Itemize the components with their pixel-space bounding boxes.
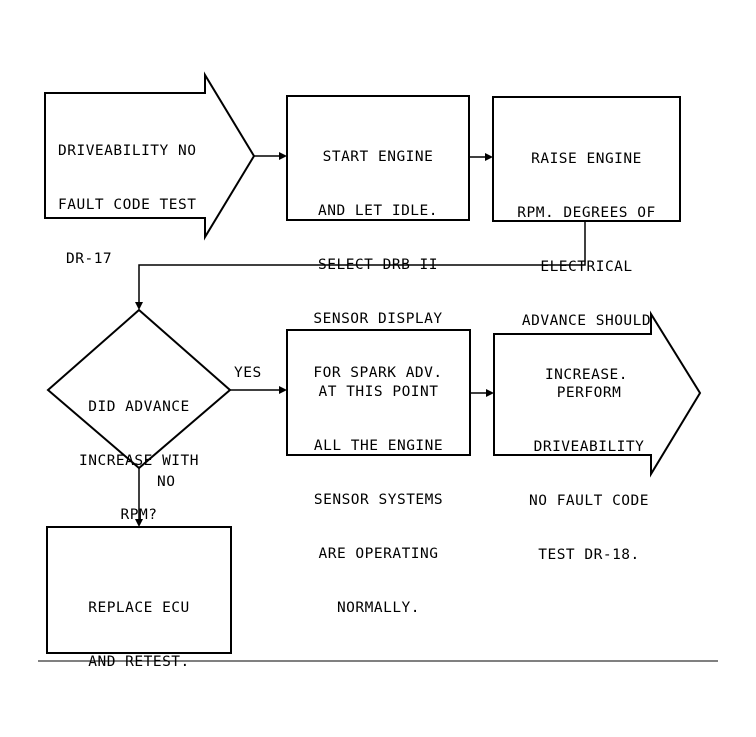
step1-label: START ENGINE AND LET IDLE. SELECT DRB II… bbox=[287, 112, 469, 400]
step1-label-line: START ENGINE bbox=[322, 149, 434, 165]
step2-label: RAISE ENGINE RPM. DEGREES OF ELECTRICAL … bbox=[493, 114, 680, 402]
arrowhead-yes bbox=[279, 386, 287, 394]
no-label: NO bbox=[157, 474, 176, 490]
decision-label-line: DID ADVANCE bbox=[88, 399, 190, 415]
start-label: DRIVEABILITY NO FAULT CODE TEST DR-17 bbox=[58, 106, 196, 286]
step1-label-line: SENSOR DISPLAY bbox=[313, 311, 443, 327]
arrowhead-step1-step2 bbox=[485, 153, 493, 161]
connector-step2-decision bbox=[138, 221, 586, 303]
step1-label-line: SELECT DRB II bbox=[318, 257, 438, 273]
step3-label-line: ARE OPERATING bbox=[318, 546, 439, 562]
end-label-line: PERFORM bbox=[556, 385, 622, 401]
end-label-line: NO FAULT CODE bbox=[529, 493, 649, 509]
step2-box bbox=[492, 96, 681, 222]
arrowhead-no bbox=[135, 519, 143, 527]
step2-label-line: ADVANCE SHOULD bbox=[521, 313, 652, 329]
decision-label-line: INCREASE WITH bbox=[79, 453, 199, 469]
replace-label: REPLACE ECU AND RETEST. bbox=[47, 563, 231, 689]
step3-label-line: ALL THE ENGINE bbox=[313, 438, 444, 454]
start-label-line: DRIVEABILITY NO bbox=[58, 143, 197, 159]
end-label: PERFORM DRIVEABILITY NO FAULT CODE TEST … bbox=[494, 348, 684, 582]
step3-label-line: AT THIS POINT bbox=[318, 384, 439, 400]
start-label-line: FAULT CODE TEST bbox=[58, 197, 197, 213]
start-label-line: DR-17 bbox=[66, 251, 113, 267]
decision-label-line: RPM? bbox=[120, 507, 158, 523]
arrowhead-start-step1 bbox=[279, 152, 287, 160]
end-label-line: TEST DR-18. bbox=[538, 547, 640, 563]
step3-label-line: NORMALLY. bbox=[336, 600, 421, 616]
step1-box bbox=[286, 95, 470, 221]
start-arrow-shape bbox=[44, 71, 256, 241]
step2-label-line: RAISE ENGINE bbox=[531, 151, 642, 167]
end-arrow-shape bbox=[493, 310, 702, 478]
step1-label-line: AND LET IDLE. bbox=[318, 203, 438, 219]
step2-label-line: RPM. DEGREES OF bbox=[517, 205, 656, 221]
arrowhead-step2-decision bbox=[135, 302, 143, 310]
step1-label-line: FOR SPARK ADV. bbox=[313, 365, 443, 381]
step3-label: AT THIS POINT ALL THE ENGINE SENSOR SYST… bbox=[287, 347, 470, 635]
yes-label: YES bbox=[234, 365, 262, 381]
step2-label-line: ELECTRICAL bbox=[540, 259, 633, 275]
step3-label-line: SENSOR SYSTEMS bbox=[313, 492, 444, 508]
replace-label-line: AND RETEST. bbox=[88, 654, 190, 670]
step2-label-line: INCREASE. bbox=[544, 367, 629, 383]
arrowhead-step3-end bbox=[486, 389, 494, 397]
end-label-line: DRIVEABILITY bbox=[533, 439, 645, 455]
decision-label: DID ADVANCE INCREASE WITH RPM? bbox=[48, 362, 230, 542]
replace-label-line: REPLACE ECU bbox=[88, 600, 190, 616]
